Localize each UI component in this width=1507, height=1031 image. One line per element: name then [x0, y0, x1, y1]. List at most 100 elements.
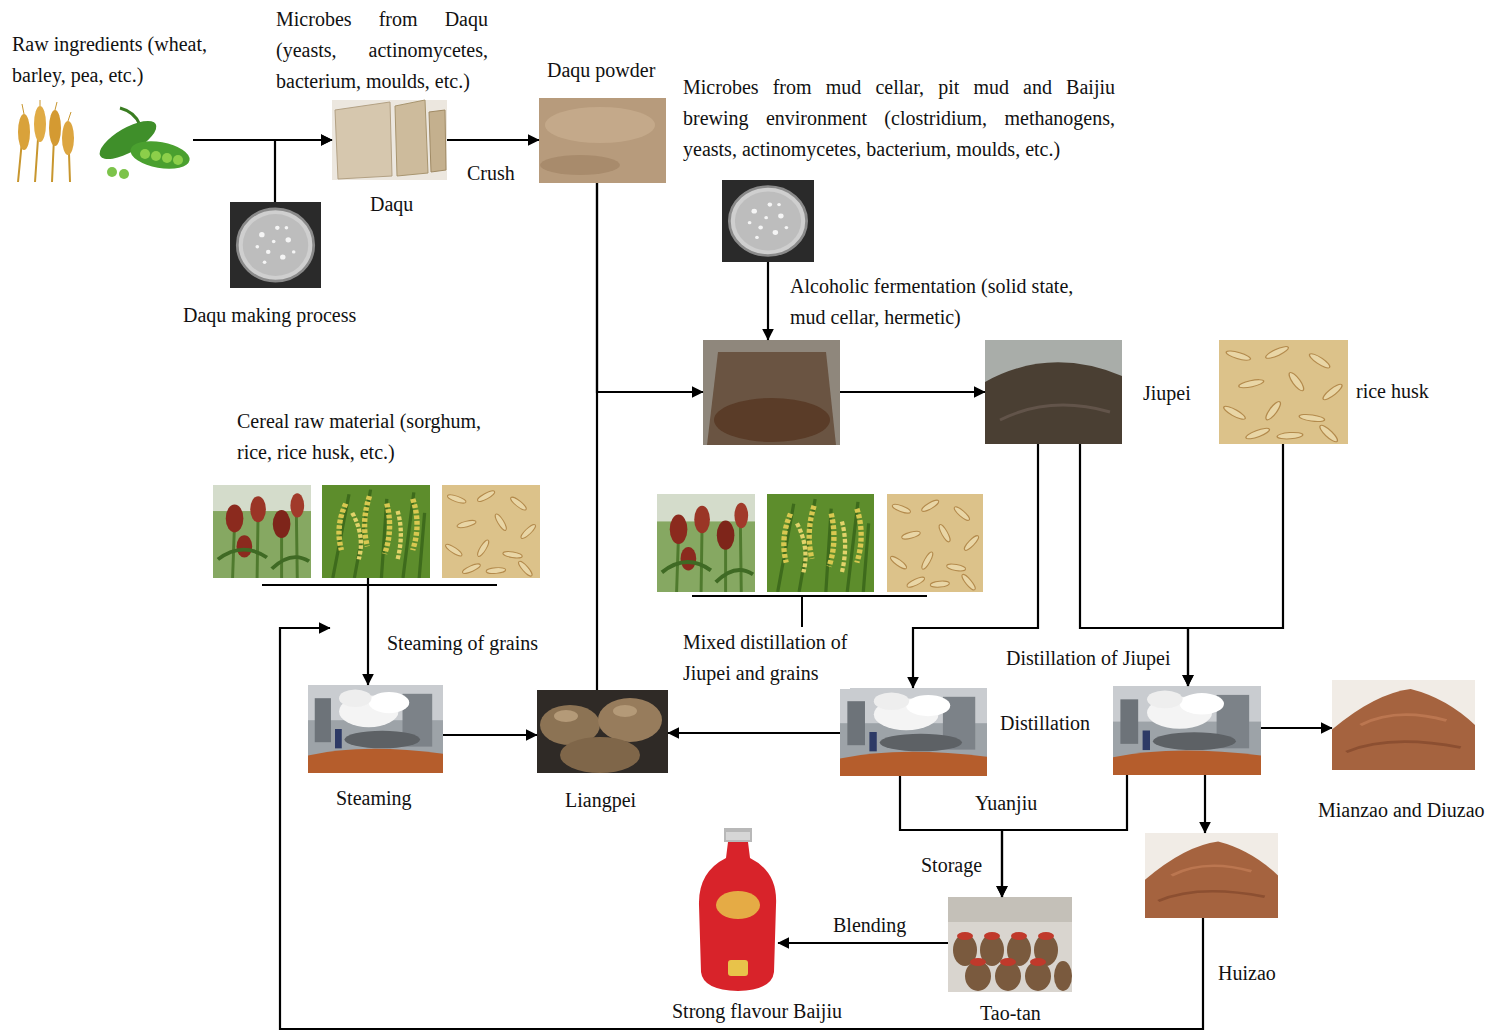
edge-label: Steaming of grains: [387, 631, 538, 655]
photo-step: Daqu making process: [230, 202, 321, 288]
bottle-cap: [726, 832, 750, 840]
petri-dish-photo: [722, 180, 814, 262]
flow-arrow: [275, 140, 332, 202]
flow-label: Yuanjiu: [975, 791, 1037, 815]
text-holder: Daqu: [370, 192, 413, 216]
step-caption: Steaming: [336, 786, 412, 810]
photo-step: Alcoholic fermentation (solid state, mud…: [703, 340, 840, 445]
edge-label: Storage: [921, 853, 982, 877]
text-holder: Jiupei: [1143, 381, 1191, 405]
powder-shade: [540, 155, 620, 175]
grain-highlight: [613, 705, 637, 717]
bracket-line: [262, 584, 497, 586]
bottle-body: [699, 842, 776, 991]
text-holder: Distillation: [1000, 711, 1090, 735]
pea: [107, 167, 117, 177]
photo-step: Microbes from Daqu (yeasts, actinomycete…: [332, 100, 447, 180]
photo-step: Distillation: [840, 688, 987, 776]
wheat-awn: [22, 100, 71, 121]
bottle-cap-ring: [724, 828, 752, 842]
text-holder: Raw ingredients (wheat, barley, pea, etc…: [12, 29, 227, 91]
text-holder: Tao-tan: [980, 1001, 1041, 1025]
text-holder: Microbes from mud cellar, pit mud and Ba…: [683, 72, 1115, 165]
text-holder: Storage: [921, 853, 982, 877]
step-caption: Tao-tan: [980, 1001, 1041, 1025]
bottle-badge: [728, 960, 748, 976]
photo-step: Liangpei: [537, 690, 668, 773]
sorghum-photo: [213, 485, 311, 578]
liangpei-photo: [537, 690, 668, 773]
flow-arrow: [596, 183, 598, 690]
rice-photo: [767, 494, 874, 592]
bottle-label: [716, 891, 760, 919]
jar-lid: [957, 932, 1054, 966]
photo-step: Cereal raw material (sorghum, rice, rice…: [213, 485, 540, 578]
step-caption: Alcoholic fermentation (solid state, mud…: [790, 271, 1075, 333]
flow-arrow: [668, 732, 840, 734]
jiupei-texture: [1000, 405, 1110, 420]
step-caption: Raw ingredients (wheat, barley, pea, etc…: [12, 29, 227, 91]
text-holder: Crush: [467, 161, 515, 185]
step-caption: Cereal raw material (sorghum, rice, rice…: [237, 406, 499, 468]
text-holder: Daqu powder: [547, 58, 655, 82]
flow-arrow: [1261, 727, 1332, 729]
photo-step: Microbes from mud cellar, pit mud and Ba…: [722, 180, 814, 262]
photo-step: Jiupei: [985, 340, 1122, 444]
grain-highlight: [554, 710, 578, 722]
photo-ground: [332, 100, 447, 180]
edge-label: Crush: [467, 161, 515, 185]
daqu-brick: [429, 110, 446, 172]
wheat-photo: [18, 100, 74, 182]
step-caption: Strong flavour Baijiu: [672, 999, 842, 1023]
wheat-ear: [18, 114, 30, 150]
rice-husk-photo: [442, 485, 540, 578]
text-holder: Liangpei: [565, 788, 636, 812]
text-holder: Distillation of Jiupei: [1006, 646, 1170, 670]
wheat-ear: [62, 121, 74, 155]
daqu-powder-photo: [539, 98, 666, 183]
petri-dish-photo: [230, 202, 321, 288]
text-holder: Mianzao and Diuzao: [1318, 798, 1485, 822]
powder-highlight: [545, 107, 655, 143]
grain-pile-photo: [1332, 680, 1475, 770]
cellar-pit: [707, 352, 836, 445]
step-caption: Microbes from mud cellar, pit mud and Ba…: [683, 72, 1115, 165]
edge-label: Mixed distillation of Jiupei and grains: [683, 627, 850, 689]
distillation-photo: [1113, 686, 1261, 775]
grain-pile-photo: [1145, 833, 1278, 918]
step-caption: Distillation: [1000, 711, 1090, 735]
daqu-brick: [335, 102, 392, 179]
photo-step: Steaming: [308, 685, 443, 773]
flow-arrow: [597, 183, 703, 392]
text-holder: Daqu making process: [183, 303, 356, 327]
photo-step: Huizao: [1145, 833, 1278, 918]
flow-arrow: [778, 942, 948, 944]
powder: [539, 98, 666, 183]
text-holder: Blending: [833, 913, 906, 937]
step-caption: Daqu: [370, 192, 413, 216]
photo-ground: [948, 897, 1072, 992]
flow-arrow: [1204, 775, 1206, 833]
text-holder: Cereal raw material (sorghum, rice, rice…: [237, 406, 499, 468]
step-caption: Daqu making process: [183, 303, 356, 327]
text-holder: Microbes from Daqu (yeasts, actinomycete…: [276, 4, 488, 97]
baijiu-bottle-photo: [699, 828, 776, 991]
step-caption: rice husk: [1356, 379, 1429, 403]
text-holder: Huizao: [1218, 961, 1276, 985]
step-caption: Liangpei: [565, 788, 636, 812]
photo-ground: [537, 690, 668, 773]
step-caption: Huizao: [1218, 961, 1276, 985]
pea: [173, 155, 183, 165]
photo-ground: [985, 340, 1122, 444]
photo-step: Tao-tan: [948, 897, 1072, 992]
wheat-ear: [34, 106, 46, 142]
wheat-ear: [49, 110, 61, 146]
rice-photo: [322, 485, 430, 578]
photo-step: rice husk: [1219, 340, 1348, 444]
step-caption: Daqu powder: [547, 58, 655, 82]
step-caption: Distillation of Jiupei: [1006, 646, 1170, 670]
step-caption: Mianzao and Diuzao: [1318, 798, 1485, 822]
tao-tan-photo: [948, 897, 1072, 992]
text-holder: rice husk: [1356, 379, 1429, 403]
